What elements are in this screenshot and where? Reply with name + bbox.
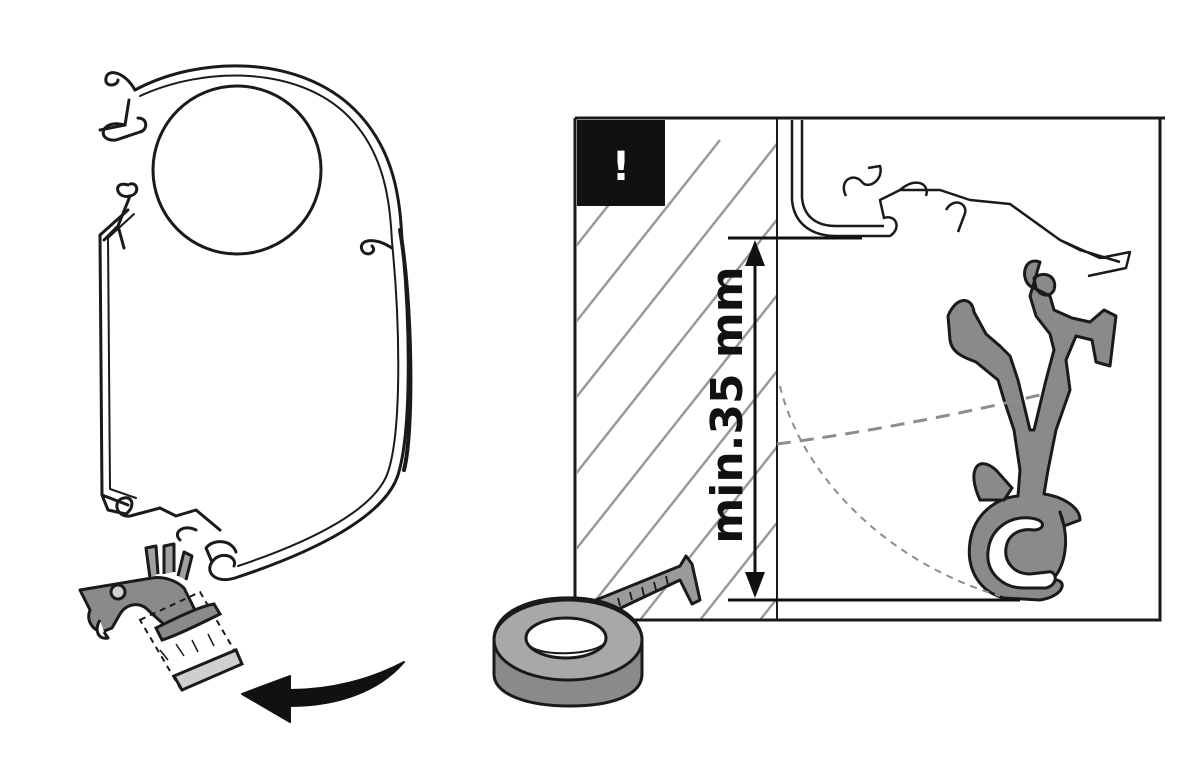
motion-arrow <box>241 661 405 723</box>
wall-rail <box>790 120 1132 278</box>
end-cap-prongs <box>144 542 194 581</box>
end-cap-bracket <box>78 542 198 640</box>
insert-ticks <box>159 633 215 661</box>
tape-case-hub-rim <box>529 643 605 655</box>
awning-profile-ring <box>986 516 1057 590</box>
awning-cassette-section <box>98 64 413 581</box>
front-lip <box>204 540 238 581</box>
top-hook <box>104 71 137 92</box>
awning-profile <box>946 259 1118 602</box>
dimension-indicator <box>728 236 1020 602</box>
swing-arc-upper <box>776 390 1053 446</box>
cassette-housing <box>98 64 410 580</box>
dimension-arrow-top <box>745 240 765 266</box>
tape-measure <box>492 554 702 708</box>
dimension-arrow-bottom <box>745 572 765 598</box>
insert-wedge <box>153 602 223 642</box>
warning-symbol: ! <box>612 144 630 190</box>
detail-frame <box>573 116 1165 622</box>
end-cap-clip <box>95 619 110 640</box>
lower-left-clip <box>100 493 222 542</box>
dimension-label: min.35 mm <box>702 266 753 543</box>
swing-arc-lower <box>779 385 1001 597</box>
mounting-detail: ! min.35 mm <box>492 116 1165 708</box>
side-hook <box>359 239 394 256</box>
cassette-back-edge <box>398 228 413 472</box>
warning-box <box>577 120 665 206</box>
roller-tube <box>151 84 323 256</box>
tape-case-hub <box>524 616 608 660</box>
end-cap-screw <box>109 583 127 601</box>
awning-profile-lower-arm <box>972 462 1014 502</box>
tape-blade-ticks <box>617 575 669 607</box>
end-cap-body <box>78 576 198 634</box>
cassette-housing-inner <box>107 74 400 567</box>
upper-left-clip <box>101 116 148 250</box>
insert-outline <box>138 590 244 692</box>
insert-foot <box>171 648 244 692</box>
tape-blade <box>594 554 702 618</box>
